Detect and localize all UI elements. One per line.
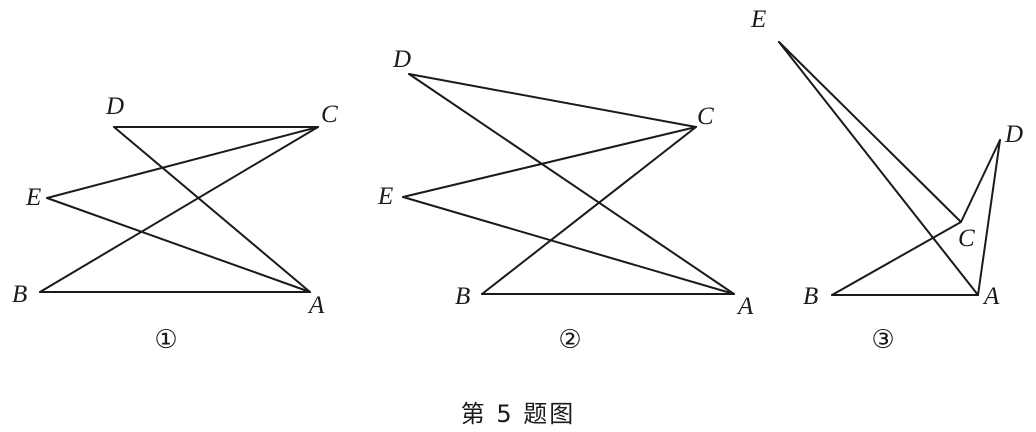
segment-dc <box>408 73 697 128</box>
point-label-a: A <box>736 293 754 320</box>
segment-da <box>113 126 311 293</box>
figure-1-label: ① <box>154 325 177 355</box>
segment-bc <box>481 126 697 295</box>
point-label-c: C <box>958 225 975 252</box>
point-label-c: C <box>697 103 714 130</box>
figure-3: E D C B A ③ <box>750 6 1023 355</box>
figure-3-label: ③ <box>871 325 894 355</box>
point-label-d: D <box>105 93 124 120</box>
figure-2-label: ② <box>558 325 581 355</box>
segment-ea <box>778 41 979 296</box>
point-label-e: E <box>377 183 393 210</box>
point-label-d: D <box>1004 121 1023 148</box>
figure-1: D C E B A ① <box>12 93 338 355</box>
point-label-e: E <box>25 184 41 211</box>
point-label-c: C <box>321 101 338 128</box>
segment-ea <box>46 197 311 293</box>
segment-ec <box>46 126 319 199</box>
point-label-e: E <box>750 6 766 33</box>
point-label-d: D <box>392 46 411 73</box>
segment-ec <box>778 41 962 223</box>
figure-caption: 第 5 题图 <box>460 400 576 428</box>
point-label-a: A <box>307 292 325 319</box>
point-label-b: B <box>803 283 818 310</box>
point-label-b: B <box>455 283 470 310</box>
segment-da <box>408 73 735 295</box>
segment-bc <box>831 221 962 296</box>
segment-ec <box>402 126 697 198</box>
segment-bc <box>39 126 319 293</box>
point-label-b: B <box>12 281 27 308</box>
segment-da <box>977 139 1001 296</box>
point-label-a: A <box>982 283 1000 310</box>
figure-2: D C E B A ② <box>377 46 754 355</box>
segment-cd <box>960 139 1001 223</box>
segment-ea <box>402 196 735 295</box>
